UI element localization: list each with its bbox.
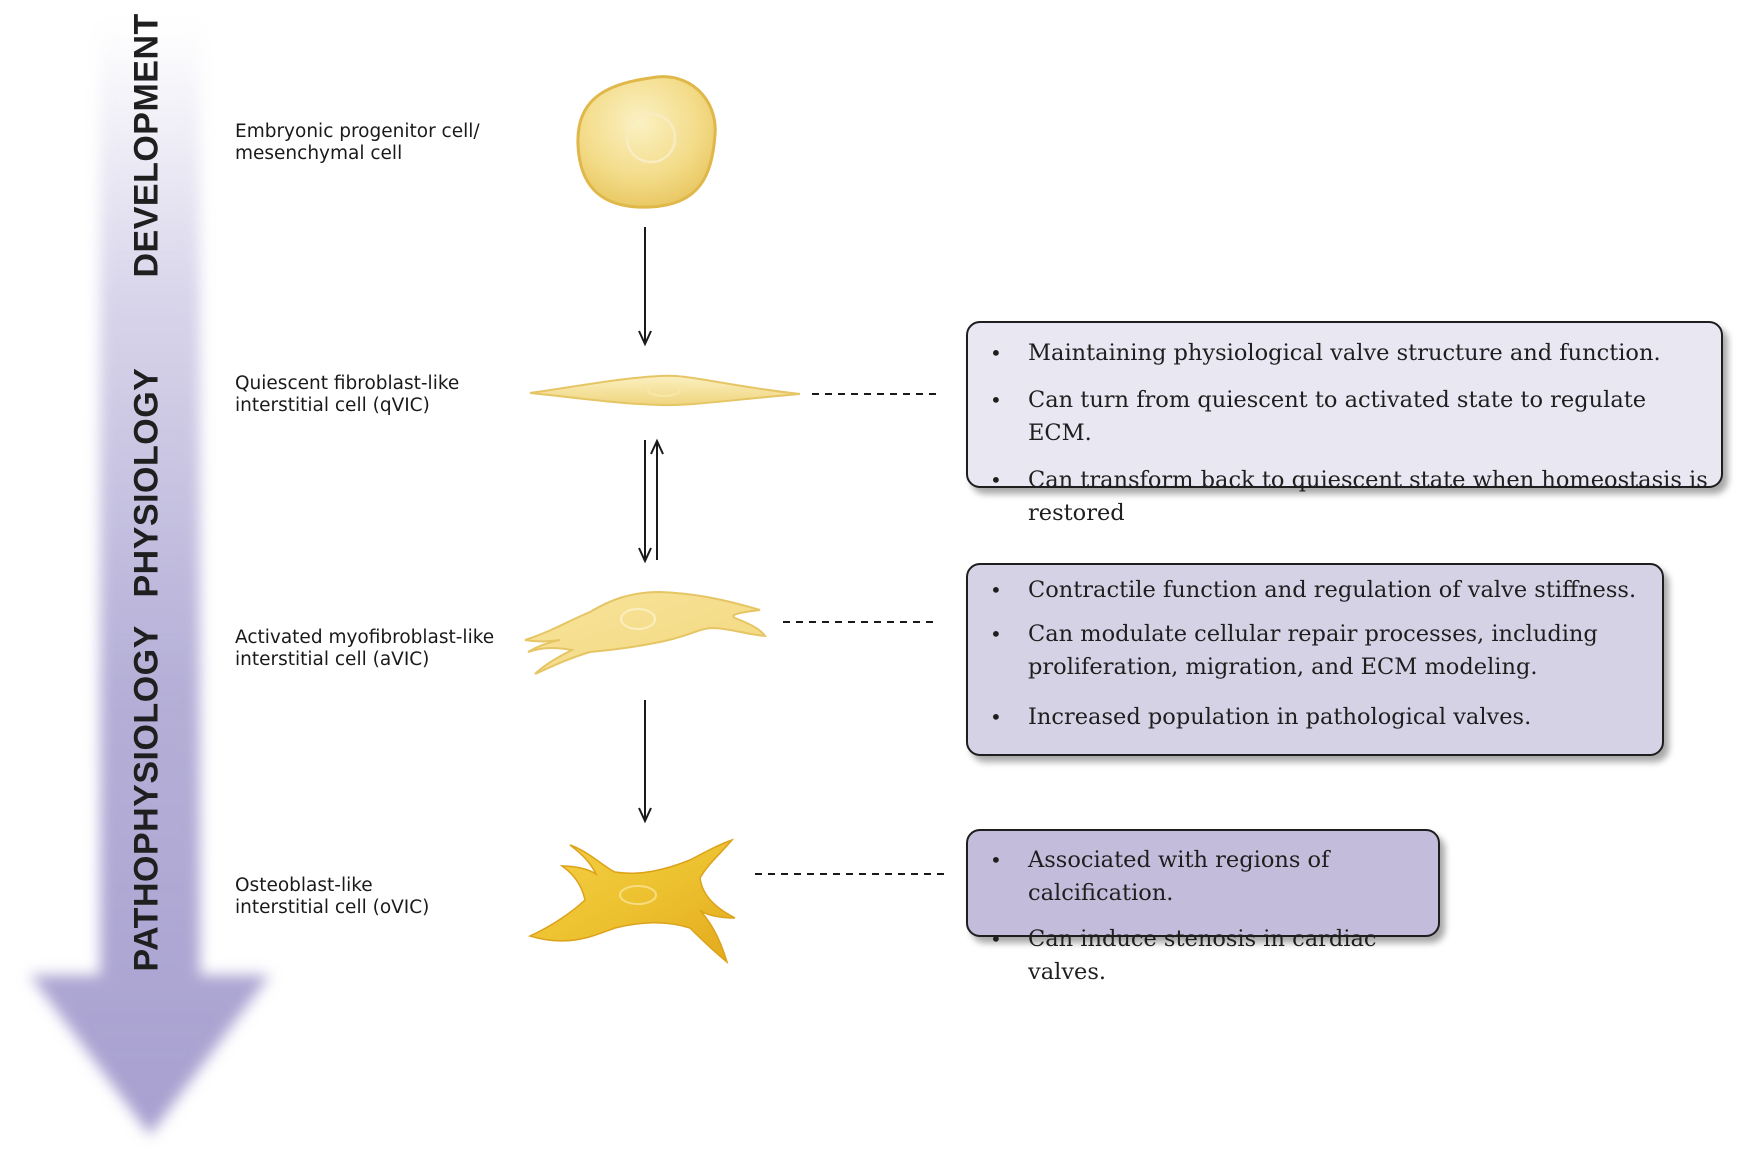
info-item-ovic: Can induce stenosis in cardiac valves. <box>978 923 1430 989</box>
stage-label-pathophysiology: PATHOPHYSIOLOGY <box>127 625 166 972</box>
cell-label-qvic-line2: interstitial cell (qVIC) <box>235 395 430 416</box>
info-item-qvic: Can transform back to quiescent state wh… <box>978 464 1713 530</box>
info-item-avic: Increased population in pathological val… <box>978 701 1654 734</box>
cell-label-avic-line2: interstitial cell (aVIC) <box>235 649 430 670</box>
info-item-qvic: Maintaining physiological valve structur… <box>978 337 1713 370</box>
cell-label-embryonic-line1: Embryonic progenitor cell/ <box>235 121 480 142</box>
cell-label-qvic-line1: Quiescent fibroblast-like <box>235 373 460 394</box>
dashed-connectors <box>755 393 944 875</box>
cell-label-qvic: Quiescent fibroblast-like interstitial c… <box>235 373 459 417</box>
cell-label-embryonic: Embryonic progenitor cell/ mesenchymal c… <box>235 121 480 165</box>
cell-label-ovic-line2: interstitial cell (oVIC) <box>235 897 430 918</box>
activated-cell-icon <box>524 590 767 675</box>
info-item-avic: Contractile function and regulation of v… <box>978 574 1654 607</box>
cell-label-embryonic-line2: mesenchymal cell <box>235 143 403 164</box>
stage-label-physiology: PHYSIOLOGY <box>127 367 166 598</box>
embryonic-cell-icon <box>576 75 717 209</box>
progression-arrow <box>30 20 270 1135</box>
info-box-avic: Contractile function and regulation of v… <box>966 563 1664 756</box>
cell-label-avic-line1: Activated myofibroblast-like <box>235 627 495 648</box>
cell-label-ovic: Osteoblast-like interstitial cell (oVIC) <box>235 875 429 919</box>
cell-label-avic: Activated myofibroblast-like interstitia… <box>235 627 494 671</box>
osteoblast-cell-icon <box>527 838 736 965</box>
info-item-ovic: Associated with regions of calcification… <box>978 844 1430 910</box>
info-box-qvic: Maintaining physiological valve structur… <box>966 321 1723 526</box>
info-item-avic: Can modulate cellular repair processes, … <box>978 618 1654 684</box>
quiescent-cell-icon <box>529 374 801 407</box>
info-item-qvic: Can turn from quiescent to activated sta… <box>978 384 1713 450</box>
stage-label-development: DEVELOPMENT <box>127 13 166 278</box>
cell-label-ovic-line1: Osteoblast-like <box>235 875 373 896</box>
transition-arrows <box>638 227 664 824</box>
info-box-ovic: Associated with regions of calcification… <box>966 829 1440 985</box>
progression-arrow-shape <box>30 20 270 1135</box>
